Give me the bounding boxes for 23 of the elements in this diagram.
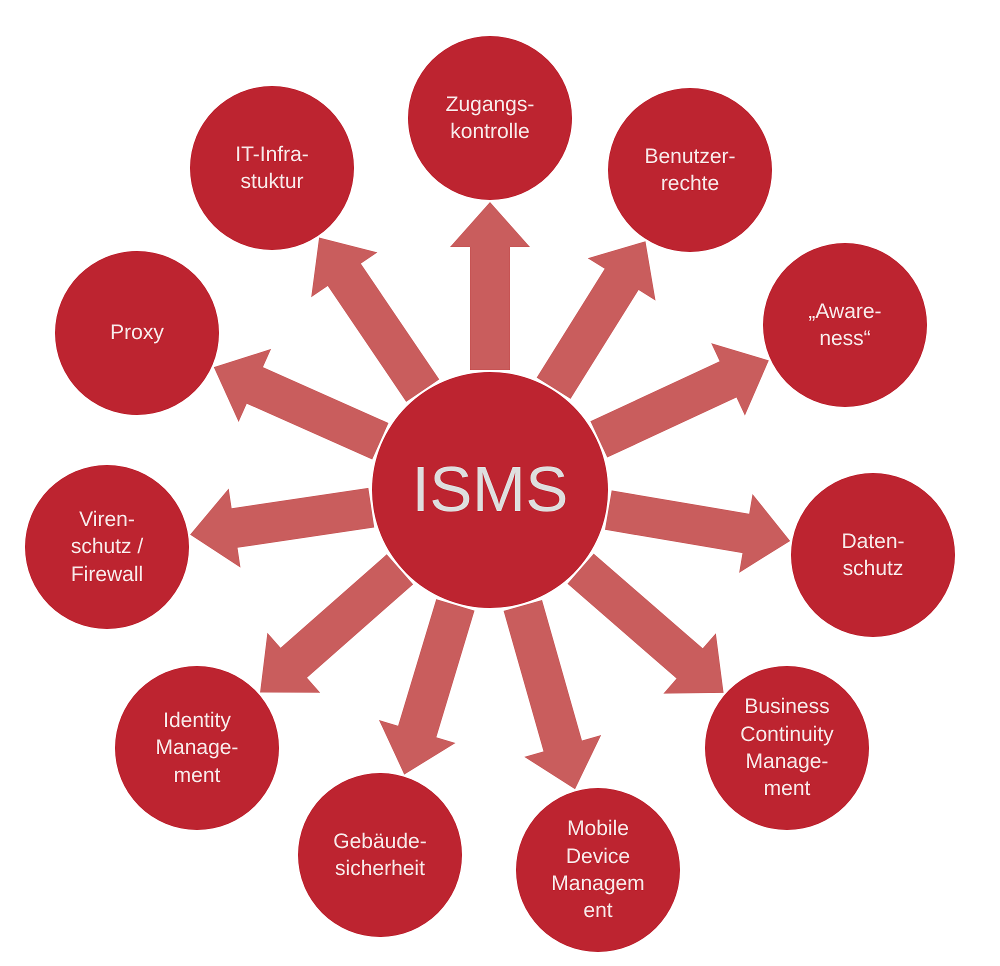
block-arrow bbox=[536, 241, 656, 399]
block-arrow bbox=[214, 348, 388, 460]
block-arrow bbox=[450, 202, 530, 370]
node-label: Identity Manage- ment bbox=[154, 708, 240, 789]
node-label: Daten- schutz bbox=[840, 528, 906, 582]
block-arrow bbox=[378, 599, 475, 775]
block-arrow bbox=[590, 343, 769, 458]
block-arrow bbox=[567, 554, 724, 694]
node-label: Mobile Device Managem ent bbox=[550, 816, 646, 924]
node-label: ISMS bbox=[412, 452, 568, 528]
block-arrow bbox=[260, 554, 414, 693]
node-label: Business Continuity Manage- ment bbox=[739, 694, 835, 802]
node-label: Proxy bbox=[110, 320, 164, 346]
node-label: Zugangs- kontrolle bbox=[444, 92, 536, 145]
block-arrow bbox=[190, 488, 374, 568]
node-label: Gebäude- sicherheit bbox=[332, 828, 428, 882]
block-arrow bbox=[604, 490, 790, 573]
node-label: IT-Infra- stuktur bbox=[234, 142, 310, 195]
node-label: Benutzer- rechte bbox=[643, 144, 737, 197]
block-arrow bbox=[311, 238, 440, 402]
node-label: Viren- schutz / Firewall bbox=[70, 507, 144, 588]
node-label: „Aware- ness“ bbox=[807, 298, 883, 352]
block-arrow bbox=[504, 600, 602, 790]
